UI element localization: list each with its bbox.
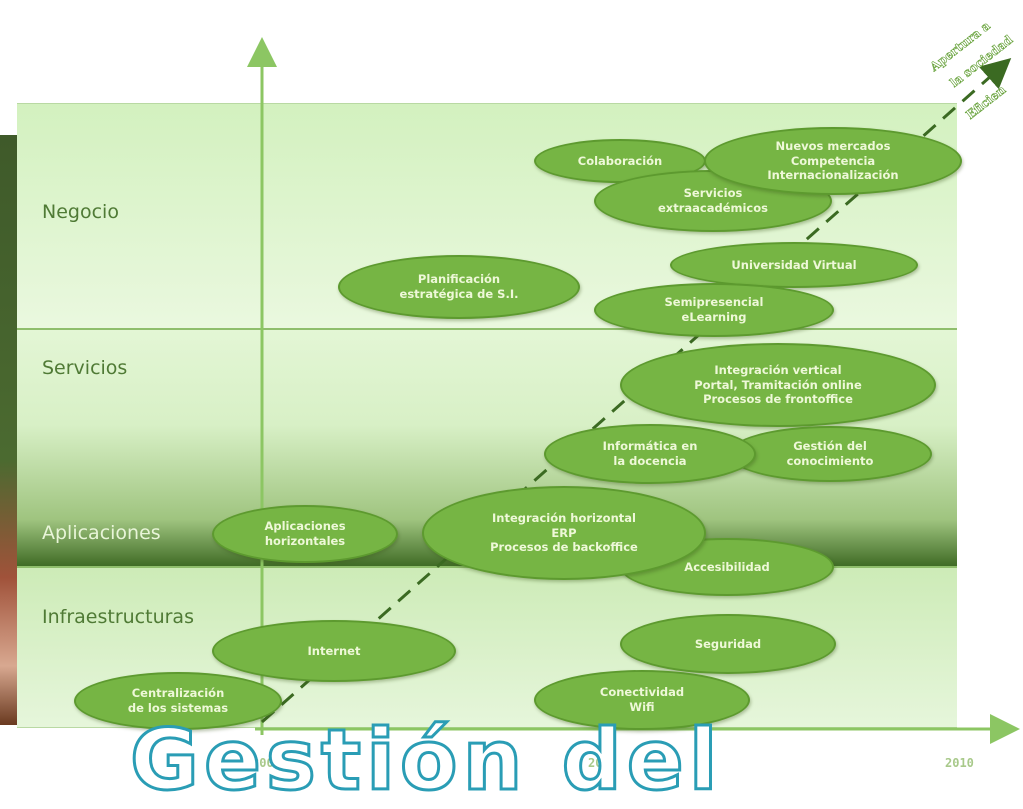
- diagram-stage: Negocio Servicios Aplicaciones Infraestr…: [0, 18, 1020, 804]
- left-photo-strip: [0, 135, 17, 725]
- layer-label-aplicaciones: Aplicaciones: [42, 522, 161, 544]
- layer-label-servicios: Servicios: [42, 357, 128, 379]
- year-label-2000: 2000: [252, 756, 281, 770]
- bubble-universidad-virtual: Universidad Virtual: [670, 242, 918, 288]
- bubble-nuevos-mercados: Nuevos mercados Competencia Internaciona…: [704, 127, 962, 195]
- bubble-integracion-vertical: Integración vertical Portal, Tramitación…: [620, 343, 936, 427]
- bubble-conectividad: Conectividad Wifi: [534, 670, 750, 730]
- bubble-planificacion: Planificación estratégica de S.I.: [338, 255, 580, 319]
- slide-title: Gestión del: [129, 711, 723, 809]
- bubble-aplicaciones-horizontales: Aplicaciones horizontales: [212, 505, 398, 563]
- bubble-gestion-conocimiento: Gestión del conocimiento: [728, 426, 932, 482]
- bubble-integracion-horizontal: Integración horizontal ERP Procesos de b…: [422, 486, 706, 580]
- bubble-informatica-docencia: Informática en la docencia: [544, 424, 756, 484]
- layer-label-infraestructuras: Infraestructuras: [42, 606, 194, 628]
- year-label-2005: 2005: [588, 756, 617, 770]
- separator-1: [17, 328, 957, 330]
- bubble-centralizacion: Centralización de los sistemas: [74, 672, 282, 730]
- bubble-internet: Internet: [212, 620, 456, 682]
- layer-label-negocio: Negocio: [42, 201, 119, 223]
- year-label-2010: 2010: [945, 756, 974, 770]
- bubble-seguridad: Seguridad: [620, 614, 836, 674]
- bubble-semipresencial: Semipresencial eLearning: [594, 283, 834, 337]
